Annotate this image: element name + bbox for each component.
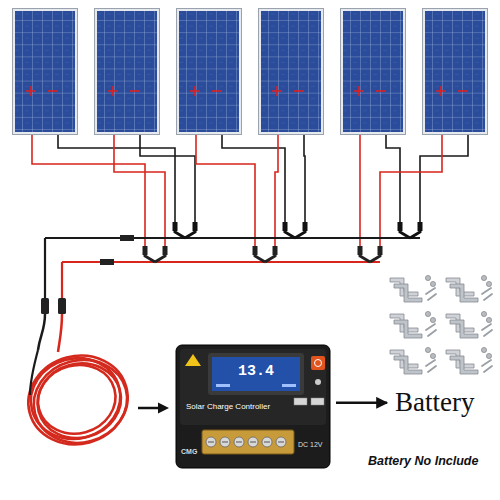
wire: [58, 135, 175, 222]
cable-lead: [38, 314, 45, 350]
label-text: 13.4: [238, 364, 274, 381]
arrow-head: [158, 403, 169, 414]
battery-box: Battery: [393, 386, 476, 420]
coil-loop: [29, 354, 129, 447]
lcd-reading: 13.4: [238, 364, 274, 381]
mc4-connector: [41, 298, 49, 314]
power-icon: [315, 360, 322, 367]
connector-cap: [418, 222, 423, 231]
coil-loop: [18, 345, 137, 456]
bracket-set: [446, 347, 492, 374]
flow-arrow: [336, 402, 387, 405]
y-connector: [360, 254, 380, 262]
solar-panel: [95, 9, 160, 135]
connector-cap: [378, 246, 383, 255]
label-text: CMG: [181, 448, 197, 456]
cable-lead: [61, 262, 63, 298]
power-button: [311, 356, 325, 370]
solar-panels: [13, 9, 488, 135]
lcd-bar: [216, 384, 230, 387]
inline-connector: [120, 235, 134, 241]
y-connector: [285, 230, 305, 238]
wire: [196, 135, 255, 246]
connector-cap: [253, 246, 258, 255]
connector-cap: [163, 246, 168, 255]
coil-loop: [24, 350, 136, 454]
usb-port: [294, 398, 307, 405]
bracket-set: [390, 347, 436, 374]
terminal-screws: [206, 437, 286, 447]
lcd-screen: [212, 357, 300, 391]
node-text: Battery: [395, 388, 474, 418]
coil-loop: [30, 356, 123, 442]
wire: [380, 135, 442, 246]
mc4-connector: [58, 298, 66, 314]
label-text: Battery No Include: [368, 455, 478, 469]
inline-connector: [100, 259, 114, 265]
y-connector: [145, 254, 165, 262]
negative-wires: [58, 135, 468, 222]
connector-cap: [273, 246, 278, 255]
cable-lead: [44, 238, 46, 298]
solar-panel: [341, 9, 406, 135]
controller-case: [176, 345, 330, 468]
y-connector: [400, 230, 420, 238]
flow-arrow: [138, 403, 169, 414]
arrow-shaft: [138, 407, 158, 410]
coil-loop: [22, 348, 130, 449]
cable-coil: [18, 345, 137, 456]
node-text: Solar Charge Controller: [186, 403, 330, 412]
negative-trunk: [45, 237, 420, 239]
bracket-set: [446, 275, 492, 302]
y-connector: [255, 254, 275, 262]
terminal-strip: [202, 430, 294, 454]
connector-cap: [283, 222, 288, 231]
solar-panel: [13, 9, 78, 135]
indicator: [315, 379, 321, 385]
connector-cap: [173, 222, 178, 231]
wire: [275, 135, 278, 246]
bracket-set: [390, 311, 436, 338]
solar-panel: [423, 9, 488, 135]
usb-port: [311, 398, 324, 405]
bracket-set: [446, 311, 492, 338]
voltage-mark: DC 12V: [298, 441, 323, 449]
solar-panel: [259, 9, 324, 135]
lcd-bezel: [208, 353, 304, 395]
wire: [420, 135, 468, 222]
bracket-set: [390, 275, 436, 302]
note-text: Battery No Include: [368, 455, 478, 469]
connector-cap: [398, 222, 403, 231]
y-connector: [175, 230, 195, 238]
branch-connectors: [100, 222, 423, 265]
connector-cap: [358, 246, 363, 255]
mounting-brackets: [390, 275, 492, 374]
label-text: DC 12V: [298, 441, 323, 449]
cable-lead: [58, 314, 62, 352]
brand-mark: CMG: [181, 448, 197, 456]
connector-cap: [303, 222, 308, 231]
wire: [140, 135, 195, 222]
charge-controller-body: [176, 345, 330, 468]
positive-wires: [32, 135, 442, 246]
wire: [386, 135, 400, 222]
wire: [32, 135, 145, 246]
lcd-bar: [282, 384, 296, 387]
connector-cap: [143, 246, 148, 255]
wire: [359, 135, 361, 246]
controller-face: [180, 349, 326, 425]
extension-cable: [18, 238, 137, 455]
connector-cap: [193, 222, 198, 231]
cable-lead: [30, 350, 38, 395]
logo-mark: [185, 354, 201, 366]
wire: [304, 135, 305, 222]
solar-panel: [177, 9, 242, 135]
screw-slots: [208, 442, 284, 443]
wire: [114, 135, 165, 246]
